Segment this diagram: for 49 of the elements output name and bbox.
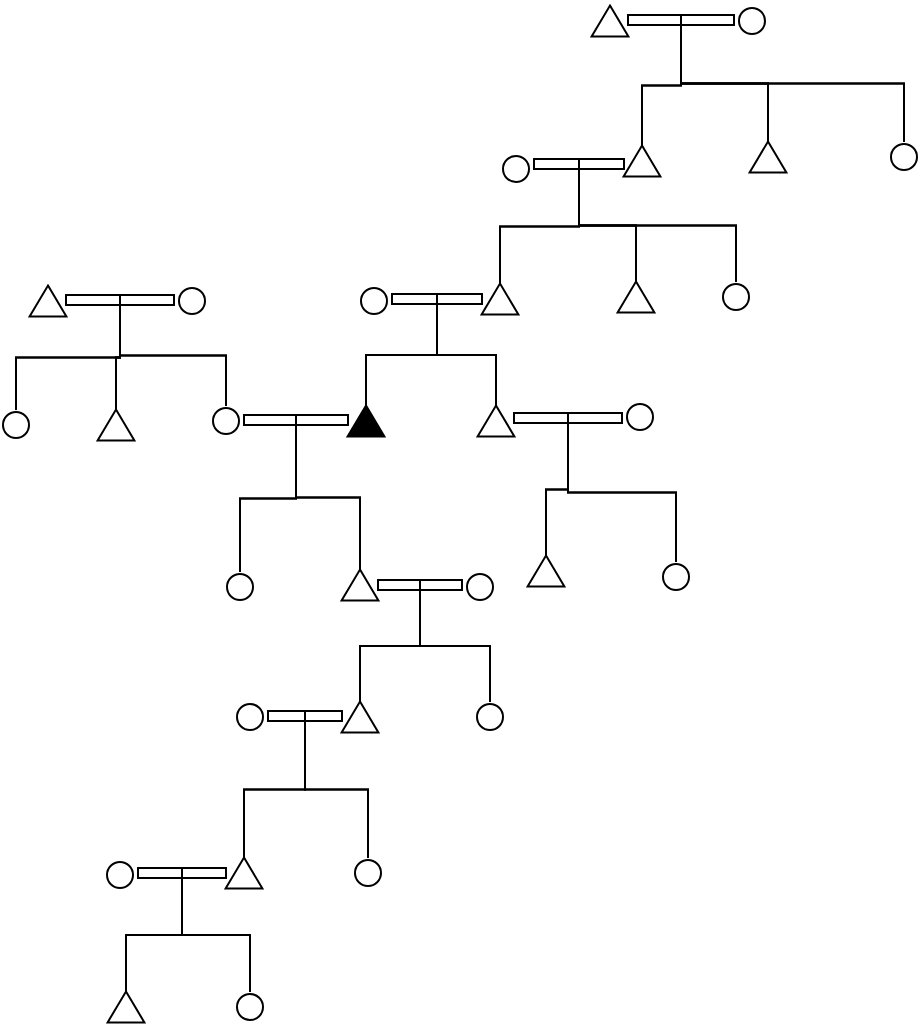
descent-line (567, 412, 677, 563)
double-line (137, 867, 227, 879)
double-line (533, 158, 625, 170)
circle-symbol (172, 284, 212, 318)
circle-symbol (716, 280, 756, 314)
triangle-symbol (480, 282, 520, 316)
triangle-symbol (28, 284, 68, 318)
descent-line (578, 158, 737, 283)
triangle-symbol (106, 990, 146, 1024)
circle-symbol (354, 284, 394, 318)
circle-symbol (230, 990, 270, 1024)
circle-symbol (620, 400, 660, 434)
circle-symbol (220, 570, 260, 604)
filled-triangle-symbol (346, 404, 386, 438)
descent-line (680, 14, 905, 143)
descent-line (436, 293, 497, 407)
circle-symbol (0, 408, 36, 442)
triangle-symbol (340, 700, 380, 734)
triangle-symbol (590, 4, 630, 38)
triangle-symbol (748, 140, 788, 174)
triangle-symbol (616, 280, 656, 314)
descent-line (181, 867, 251, 993)
circle-symbol (348, 856, 388, 890)
circle-symbol (460, 570, 500, 604)
triangle-symbol (224, 856, 264, 890)
descent-line (304, 710, 369, 859)
double-line (65, 294, 175, 306)
double-line (513, 412, 623, 424)
descent-line (119, 294, 227, 407)
circle-symbol (496, 152, 536, 186)
circle-symbol (100, 858, 140, 892)
descent-line (295, 414, 361, 571)
double-line (377, 579, 463, 591)
double-line (391, 293, 483, 305)
double-line (627, 14, 735, 26)
circle-symbol (230, 700, 270, 734)
triangle-symbol (476, 404, 516, 438)
circle-symbol (206, 404, 246, 438)
triangle-symbol (96, 408, 136, 442)
circle-symbol (656, 560, 696, 594)
circle-symbol (470, 700, 510, 734)
triangle-symbol (340, 568, 380, 602)
double-line (243, 414, 349, 426)
double-line (267, 710, 343, 722)
circle-symbol (732, 4, 772, 38)
triangle-symbol (622, 144, 662, 178)
descent-line (419, 579, 491, 703)
circle-symbol (884, 140, 924, 174)
triangle-symbol (526, 554, 566, 588)
